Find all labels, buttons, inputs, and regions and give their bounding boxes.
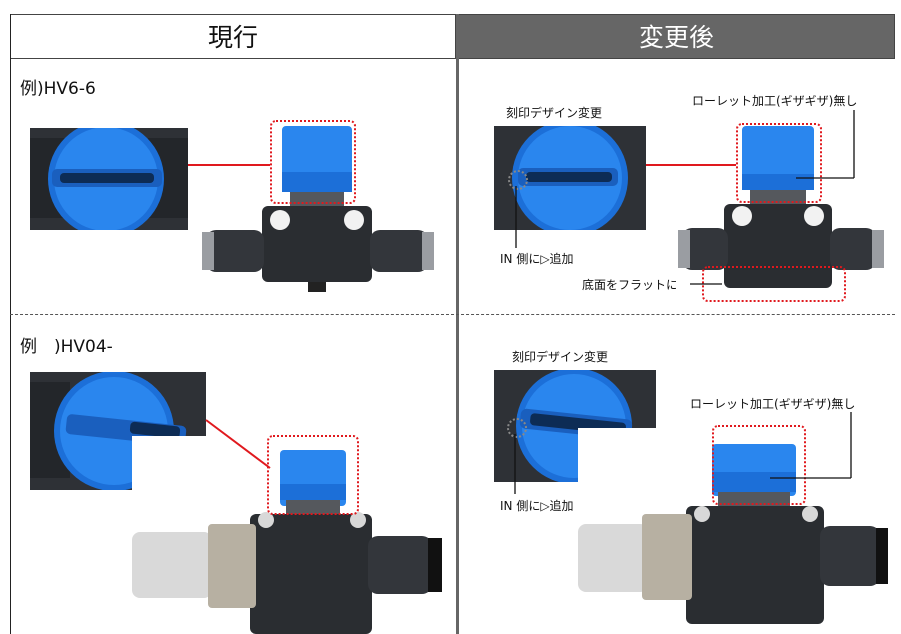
row1-engraving-note: 刻印デザイン変更	[506, 106, 603, 120]
knob-top-view-image	[30, 128, 188, 230]
row1-changed-handle-callout	[736, 123, 822, 203]
row1-changed-valve-photo	[676, 118, 891, 300]
center-divider	[456, 14, 459, 634]
row1-current-label: 例)HV6-6	[20, 79, 96, 99]
row2-in-side-marker	[507, 418, 527, 438]
row-divider	[10, 314, 895, 315]
row2-knurl-note: ローレット加工(ギザギザ)無し	[690, 397, 856, 411]
valve-side-image-2	[132, 436, 450, 634]
header-current: 現行	[10, 14, 456, 59]
knob-top-view-new-image	[494, 126, 646, 230]
row2-changed-valve-photo	[578, 428, 894, 628]
row2-engraving-note: 刻印デザイン変更	[512, 350, 609, 364]
row1-in-side-note: IN 側に▷追加	[500, 252, 574, 266]
row1-current-knob-photo	[30, 128, 188, 230]
row2-current-handle-callout	[267, 435, 359, 515]
row1-in-side-marker	[508, 170, 528, 190]
left-border	[10, 14, 11, 634]
row2-changed-handle-callout	[712, 425, 806, 505]
row1-bottom-note: 底面をフラットに	[582, 278, 679, 292]
row2-current-label: 例 )HV04-	[20, 337, 113, 357]
valve-side-new-image	[676, 118, 891, 300]
header-changed: 変更後	[458, 14, 895, 59]
row1-current-valve-photo	[200, 116, 440, 300]
row2-current-valve-photo	[132, 436, 450, 634]
valve-side-new-image-2	[578, 428, 894, 628]
row1-knurl-note: ローレット加工(ギザギザ)無し	[692, 94, 858, 108]
row1-current-handle-callout	[270, 120, 356, 204]
valve-side-image	[200, 116, 440, 300]
row1-changed-knob-photo	[494, 126, 646, 230]
row2-in-side-note: IN 側に▷追加	[500, 499, 574, 513]
